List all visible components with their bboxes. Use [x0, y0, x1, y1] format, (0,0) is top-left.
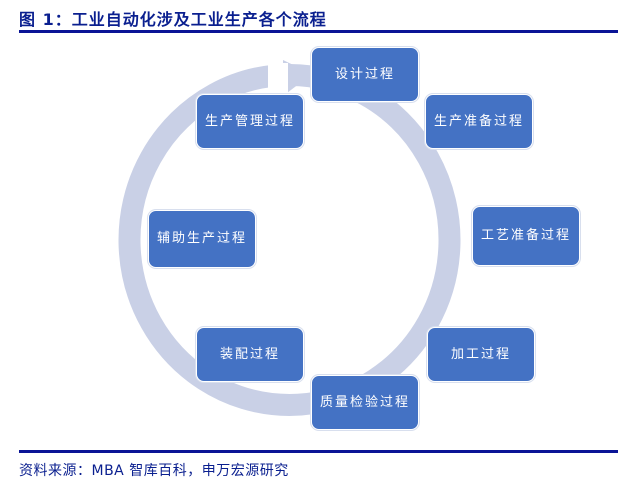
node-label: 生产管理过程 — [204, 113, 295, 129]
node-quality-inspection: 质量检验过程 — [311, 375, 419, 430]
bottom-divider — [19, 450, 618, 453]
node-assembly: 装配过程 — [196, 327, 304, 382]
node-production-prep: 生产准备过程 — [425, 94, 533, 149]
node-label: 加工过程 — [450, 346, 511, 362]
top-divider — [19, 30, 618, 33]
node-label: 质量检验过程 — [319, 394, 410, 410]
cycle-arrow-ring — [118, 64, 461, 416]
node-label: 工艺准备过程 — [480, 228, 571, 243]
node-label: 辅助生产过程 — [156, 231, 247, 246]
node-design: 设计过程 — [311, 47, 419, 102]
node-label: 生产准备过程 — [433, 113, 524, 129]
cycle-arrow-head-icon — [283, 60, 312, 96]
node-label: 设计过程 — [334, 66, 395, 82]
figure-title: 图 1：工业自动化涉及工业生产各个流程 — [19, 10, 327, 29]
node-process-prep: 工艺准备过程 — [472, 206, 580, 266]
node-label: 装配过程 — [219, 346, 280, 362]
source-note: 资料来源：MBA 智库百科，申万宏源研究 — [19, 463, 289, 479]
node-auxiliary-production: 辅助生产过程 — [148, 210, 256, 268]
node-machining: 加工过程 — [427, 327, 535, 382]
node-production-management: 生产管理过程 — [196, 94, 304, 149]
